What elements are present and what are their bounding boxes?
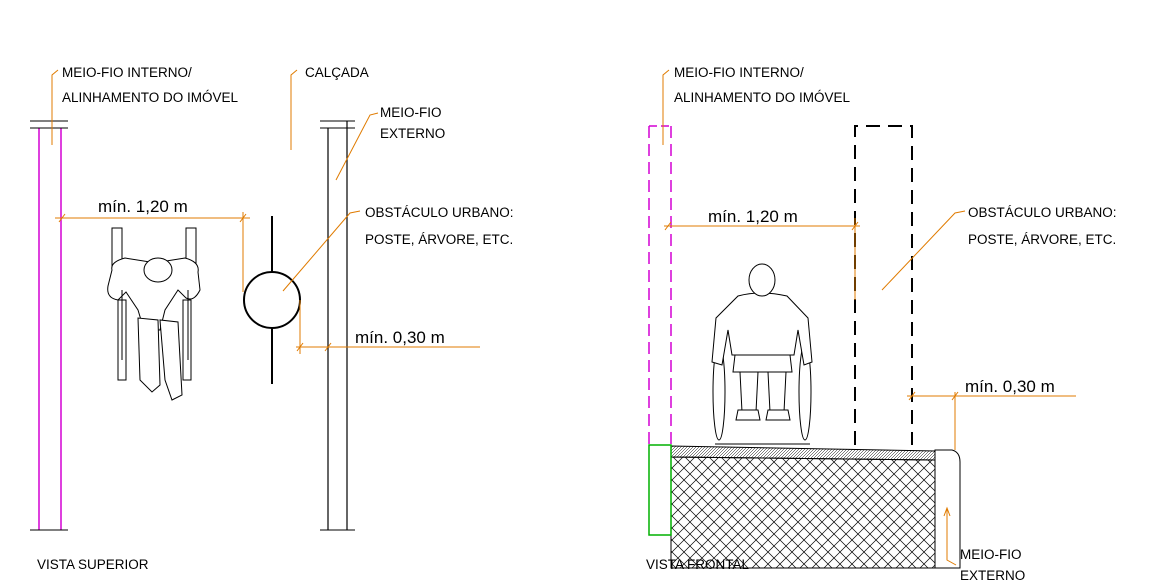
- front-obstacle-leader: [881, 210, 966, 291]
- top-obstacle-leader: [282, 210, 361, 292]
- top-inner-curb-leader: [51, 69, 59, 145]
- front-dim-030-tick-a: [908, 391, 916, 401]
- top-obstacle-label-2: POSTE, ÁRVORE, ETC.: [365, 232, 513, 247]
- front-outer-curb-label-1: MEIO-FIO: [960, 547, 1022, 562]
- top-obstacle-label-1: OBSTÁCULO URBANO:: [365, 205, 514, 220]
- top-dim-030-tick-a: [296, 342, 304, 352]
- top-view: MEIO-FIO INTERNO/ ALINHAMENTO DO IMÓVEL …: [30, 65, 514, 572]
- top-outer-curb-label-2: EXTERNO: [380, 126, 445, 141]
- front-inner-curb-leader: [662, 69, 670, 145]
- wheelchair-user-top-icon: [107, 227, 201, 401]
- front-view: MEIO-FIO INTERNO/ ALINHAMENTO DO IMÓVEL …: [646, 65, 1117, 583]
- top-dim-030-tick-b: [324, 342, 332, 352]
- front-outer-curb-label-2: EXTERNO: [960, 568, 1025, 583]
- top-inner-curb-label-1: MEIO-FIO INTERNO/: [62, 65, 192, 80]
- top-dim-120-tick-a: [58, 213, 66, 223]
- front-inner-curb-block: [648, 444, 672, 536]
- wheelchair-user-front-icon: [711, 263, 813, 445]
- front-obstacle-outline: [854, 125, 913, 445]
- top-sidewalk-label: CALÇADA: [305, 65, 369, 80]
- top-outer-curb-label-1: MEIO-FIO: [380, 105, 442, 120]
- top-view-caption: VISTA SUPERIOR: [37, 557, 149, 572]
- top-dim-120-label: mín. 1,20 m: [98, 197, 188, 216]
- front-inner-curb-label-1: MEIO-FIO INTERNO/: [674, 65, 804, 80]
- front-obstacle-label-2: POSTE, ÁRVORE, ETC.: [968, 232, 1116, 247]
- front-dim-030-label: mín. 0,30 m: [965, 377, 1055, 396]
- top-inner-curb-label-2: ALINHAMENTO DO IMÓVEL: [62, 90, 239, 105]
- front-inner-curb-label-2: ALINHAMENTO DO IMÓVEL: [674, 90, 851, 105]
- front-obstacle-label-1: OBSTÁCULO URBANO:: [968, 205, 1117, 220]
- front-outer-curb-leader: [946, 508, 957, 566]
- top-outer-curb-leader: [335, 112, 379, 181]
- front-view-caption: VISTA FRONTAL: [646, 557, 750, 572]
- top-dim-030-label: mín. 0,30 m: [355, 328, 445, 347]
- top-sidewalk-leader: [290, 69, 298, 150]
- front-dim-120-tick-a: [664, 221, 672, 231]
- front-soil-hatch: [670, 456, 936, 569]
- front-outer-curb-arrow: [943, 506, 951, 517]
- front-dim-120-label: mín. 1,20 m: [708, 207, 798, 226]
